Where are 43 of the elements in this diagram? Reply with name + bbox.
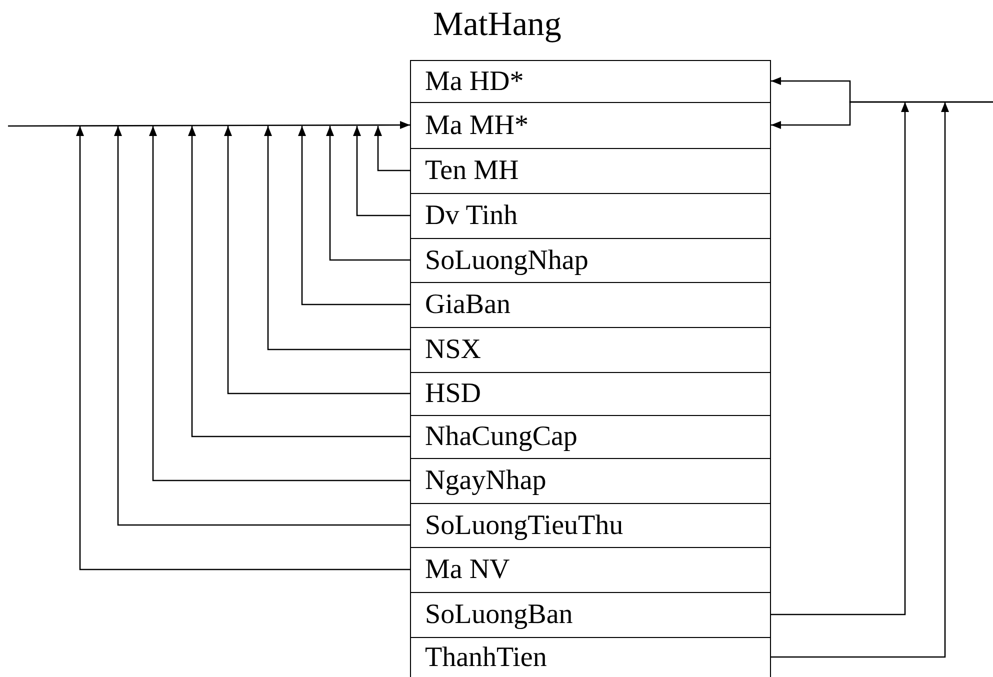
arrow <box>374 126 410 172</box>
arrow <box>353 126 410 216</box>
attribute-name: NSX <box>425 334 482 366</box>
attribute-name: Ten MH <box>425 155 519 187</box>
attribute-name: SoLuongTieuThu <box>425 510 624 542</box>
attribute-name: GiaBan <box>425 289 511 321</box>
attribute-row <box>410 458 771 504</box>
attribute-name: HSD <box>425 378 482 410</box>
attribute-row <box>410 193 771 239</box>
arrow <box>188 126 410 438</box>
attribute-row <box>410 60 771 103</box>
arrow <box>76 126 410 570</box>
attribute-name: Ma HD* <box>425 66 524 98</box>
attribute-name: Dv Tinh <box>425 200 518 232</box>
attribute-row <box>410 238 771 283</box>
arrow <box>298 126 410 306</box>
attribute-name: SoLuongNhap <box>425 244 588 276</box>
attribute-row <box>410 372 771 416</box>
arrow <box>114 126 410 526</box>
attribute-row <box>410 148 771 194</box>
attribute-name: Ma NV <box>425 554 510 586</box>
arrow <box>149 126 410 482</box>
attribute-row <box>410 547 771 593</box>
attribute-row <box>410 327 771 373</box>
attribute-name: ThanhTien <box>425 642 547 674</box>
arrow <box>326 126 410 261</box>
arrow <box>264 126 410 350</box>
arrow <box>8 121 410 130</box>
attribute-name: NgayNhap <box>425 465 546 497</box>
attribute-row <box>410 102 771 149</box>
attribute-name: Ma MH* <box>425 110 528 142</box>
attribute-name: NhaCungCap <box>425 421 578 453</box>
attribute-row <box>410 637 771 677</box>
table-title: MatHang <box>433 6 562 44</box>
arrow <box>771 101 993 129</box>
arrow <box>224 126 410 394</box>
attribute-name: SoLuongBan <box>425 599 573 631</box>
attribute-row <box>410 503 771 548</box>
arrow <box>771 102 909 616</box>
attribute-row <box>410 592 771 638</box>
attribute-row <box>410 415 771 459</box>
arrow <box>771 102 949 658</box>
attribute-row <box>410 282 771 328</box>
